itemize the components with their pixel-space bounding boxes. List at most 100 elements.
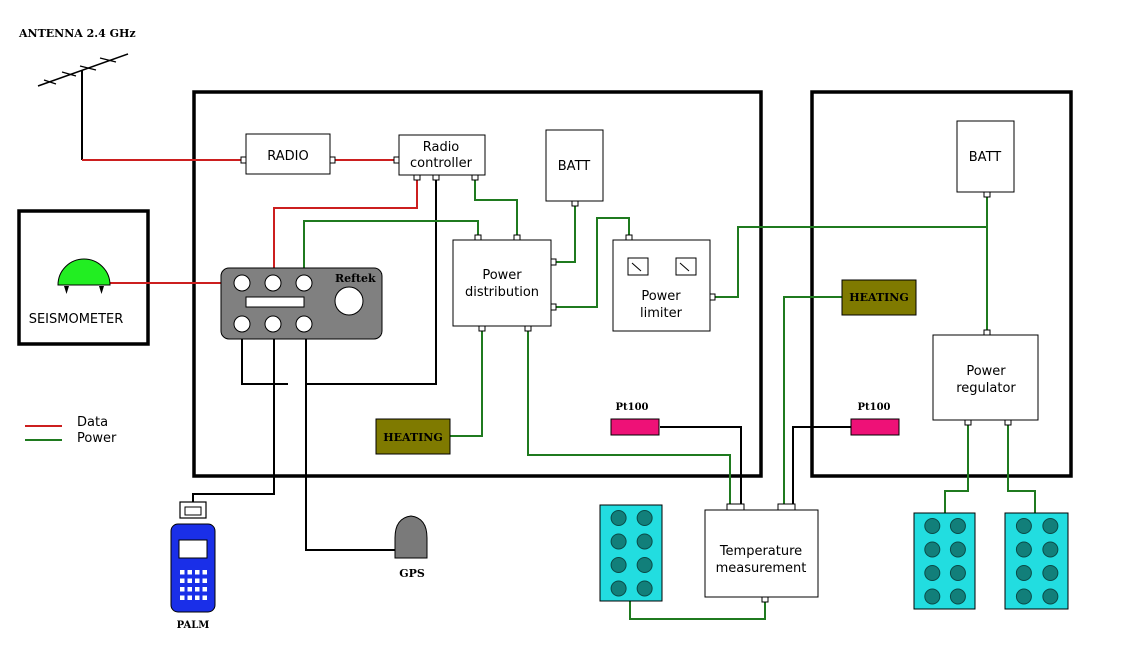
controller-port bbox=[413, 174, 421, 181]
pt100-left-label: Pt100 bbox=[615, 402, 648, 413]
palm-key bbox=[187, 587, 192, 592]
wire-reftek-loop bbox=[241, 332, 288, 385]
palm-key bbox=[195, 570, 200, 575]
wire-reftek-pd bbox=[303, 220, 479, 276]
palm-key bbox=[180, 578, 185, 583]
solar-cell bbox=[949, 518, 966, 534]
solar-panel-icon bbox=[913, 512, 976, 610]
temperature-port bbox=[761, 596, 769, 603]
pt100-right-label: Pt100 bbox=[857, 402, 890, 413]
solar-panel-icon bbox=[1004, 512, 1069, 610]
battery-right-label: BATT bbox=[969, 150, 1002, 165]
wire-pd-heating bbox=[450, 327, 483, 437]
gauge-icon bbox=[675, 257, 697, 276]
solar-cell bbox=[636, 557, 653, 573]
seismometer-enclosure bbox=[17, 209, 150, 346]
solar-cell bbox=[1015, 565, 1032, 581]
power-distribution-label-2: distribution bbox=[465, 285, 539, 300]
limiter-port bbox=[709, 293, 716, 301]
solar-cell bbox=[1015, 588, 1032, 605]
batt-port bbox=[571, 200, 579, 207]
wire-heating-temperature bbox=[783, 296, 842, 504]
solar-cell bbox=[1015, 541, 1032, 558]
wire-regulator-solar-right bbox=[1007, 424, 1036, 513]
pd-port bbox=[513, 234, 521, 241]
palm-key bbox=[195, 587, 200, 592]
reftek-datalogger bbox=[220, 267, 383, 340]
pd-port bbox=[478, 325, 486, 332]
palm-key bbox=[180, 595, 185, 600]
heating-bottom-label: HEATING bbox=[383, 431, 443, 444]
legend-power-label: Power bbox=[77, 431, 117, 446]
temperature-measurement-box bbox=[704, 509, 819, 598]
solar-panel-frame bbox=[913, 512, 976, 610]
temperature-label-2: measurement bbox=[716, 561, 807, 576]
radio-controller-box bbox=[398, 134, 486, 176]
solar-panel-icon bbox=[599, 504, 663, 602]
heating-center-box bbox=[841, 279, 917, 316]
wire-pt100-right bbox=[792, 426, 851, 504]
regulator-port bbox=[964, 419, 972, 426]
controller-port bbox=[432, 174, 440, 181]
wire-solar-temperature bbox=[629, 598, 766, 620]
wire-regulator-solar-left bbox=[944, 424, 969, 513]
reftek-label: Reftek bbox=[335, 272, 376, 285]
legend: Data Power bbox=[25, 415, 117, 446]
power-regulator-label-2: regulator bbox=[956, 381, 1016, 396]
power-distribution-box bbox=[452, 239, 552, 327]
palm-key bbox=[180, 570, 185, 575]
solar-cell bbox=[636, 580, 653, 597]
palm-key bbox=[202, 595, 207, 600]
power-regulator-box bbox=[932, 334, 1039, 421]
radio-port bbox=[240, 156, 247, 164]
solar-cell bbox=[636, 533, 653, 550]
controller-port bbox=[471, 174, 479, 181]
solar-panel-frame bbox=[1004, 512, 1069, 610]
battery-left-label: BATT bbox=[558, 159, 591, 174]
solar-cell bbox=[924, 518, 941, 534]
temperature-port bbox=[726, 503, 745, 511]
solar-cell bbox=[949, 588, 966, 605]
seismometer-label: SEISMOMETER bbox=[29, 312, 124, 327]
legend-data-label: Data bbox=[77, 415, 108, 430]
radio-label: RADIO bbox=[267, 149, 308, 164]
antenna-label: ANTENNA 2.4 GHz bbox=[18, 27, 136, 40]
battery-right-box bbox=[956, 120, 1015, 193]
pt100-right bbox=[850, 418, 900, 436]
regulator-port bbox=[1004, 419, 1012, 426]
wire-reftek-gps bbox=[305, 332, 398, 551]
solar-cell bbox=[1015, 518, 1032, 534]
battery-enclosure bbox=[810, 90, 1073, 478]
wire-reftek-palm bbox=[192, 332, 275, 502]
solar-cell bbox=[949, 541, 966, 558]
wire-pd-temperature bbox=[527, 327, 731, 504]
radio-controller-label-2: controller bbox=[410, 156, 473, 171]
palm-key bbox=[187, 570, 192, 575]
solar-cell bbox=[1042, 588, 1059, 605]
radio-port bbox=[329, 156, 336, 164]
palm-label: PALM bbox=[177, 620, 210, 631]
heating-bottom-box bbox=[375, 418, 451, 455]
power-distribution-label-1: Power bbox=[482, 268, 522, 283]
gps-label: GPS bbox=[399, 567, 425, 580]
regulator-port bbox=[983, 329, 991, 336]
solar-panel-frame bbox=[599, 504, 663, 602]
palm-key bbox=[195, 595, 200, 600]
power-limiter-label-1: Power bbox=[641, 289, 681, 304]
pd-port bbox=[474, 234, 482, 241]
antenna-icon bbox=[37, 53, 129, 160]
controller-port bbox=[393, 156, 400, 164]
power-regulator-label-1: Power bbox=[966, 364, 1006, 379]
heating-center-label: HEATING bbox=[849, 291, 909, 304]
palm-key bbox=[187, 578, 192, 583]
palm-key bbox=[202, 587, 207, 592]
palm-key bbox=[202, 578, 207, 583]
wire-pd-limiter bbox=[553, 217, 630, 308]
solar-cell bbox=[636, 510, 653, 526]
pd-port bbox=[550, 258, 557, 266]
solar-cell bbox=[610, 510, 627, 526]
pd-port bbox=[550, 303, 557, 311]
temperature-label-1: Temperature bbox=[719, 544, 802, 559]
solar-cell bbox=[1042, 518, 1059, 534]
solar-cell bbox=[1042, 541, 1059, 558]
